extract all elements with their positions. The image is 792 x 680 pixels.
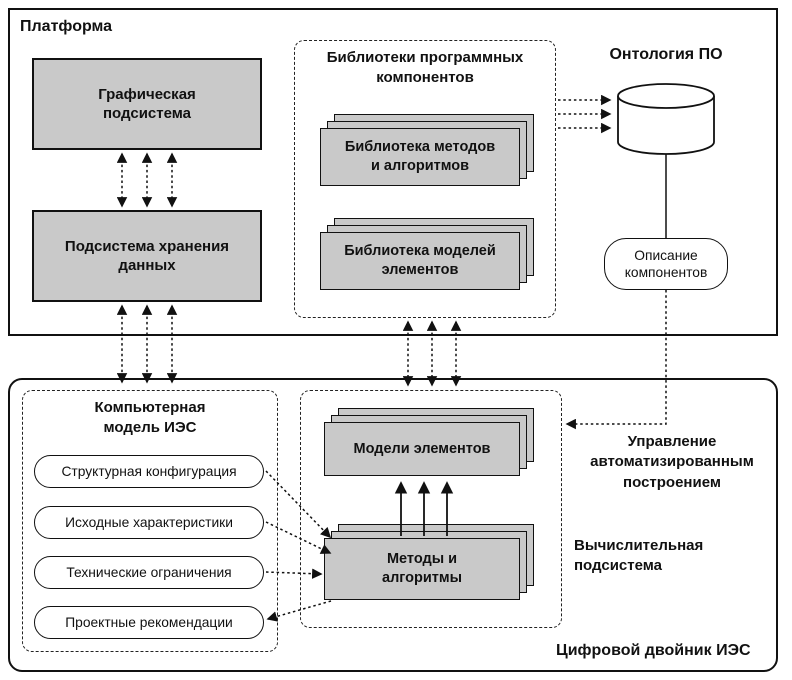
storage-subsystem-box: Подсистема хранения данных xyxy=(32,210,262,302)
storage-subsystem-label: Подсистема хранения данных xyxy=(64,237,230,275)
pill-technical-constraints: Технические ограничения xyxy=(34,556,264,589)
components-description-label: Описание компонентов xyxy=(624,247,708,280)
element-models-stack: Модели элементов xyxy=(324,408,534,476)
element-models-label: Модели элементов xyxy=(353,440,491,457)
models-library-stack: Библиотека моделей элементов xyxy=(320,218,534,290)
libraries-title: Библиотеки программных компонентов xyxy=(326,49,524,86)
platform-label: Платформа xyxy=(20,18,113,35)
models-library-label: Библиотека моделей элементов xyxy=(344,243,496,278)
methods-library-box: Библиотека методов и алгоритмов xyxy=(320,128,520,186)
graphics-subsystem-label: Графическая подсистема xyxy=(98,85,196,123)
computer-model-title: Компьютерная модель ИЭС xyxy=(94,399,206,436)
digital-twin-label: Цифровой двойник ИЭС xyxy=(556,642,751,659)
computing-subsystem-label: Вычислительная подсистема xyxy=(574,537,704,575)
models-library-box: Библиотека моделей элементов xyxy=(320,232,520,290)
methods-algorithms-stack: Методы и алгоритмы xyxy=(324,524,534,600)
methods-library-stack: Библиотека методов и алгоритмов xyxy=(320,114,534,186)
methods-algorithms-box: Методы и алгоритмы xyxy=(324,538,520,600)
element-models-box: Модели элементов xyxy=(324,422,520,476)
pill-design-recommendations: Проектные рекомендации xyxy=(34,606,264,639)
methods-algorithms-label: Методы и алгоритмы xyxy=(382,551,462,586)
components-description-pill: Описание компонентов xyxy=(604,238,728,290)
graphics-subsystem-box: Графическая подсистема xyxy=(32,58,262,150)
methods-library-label: Библиотека методов и алгоритмов xyxy=(344,139,496,174)
pill-initial-characteristics: Исходные характеристики xyxy=(34,506,264,539)
automated-construction-control-label: Управление автоматизированным построение… xyxy=(590,433,754,491)
libraries-group xyxy=(294,40,556,318)
ontology-title: Онтология ПО xyxy=(609,46,723,63)
pill-structural-configuration: Структурная конфигурация xyxy=(34,455,264,488)
